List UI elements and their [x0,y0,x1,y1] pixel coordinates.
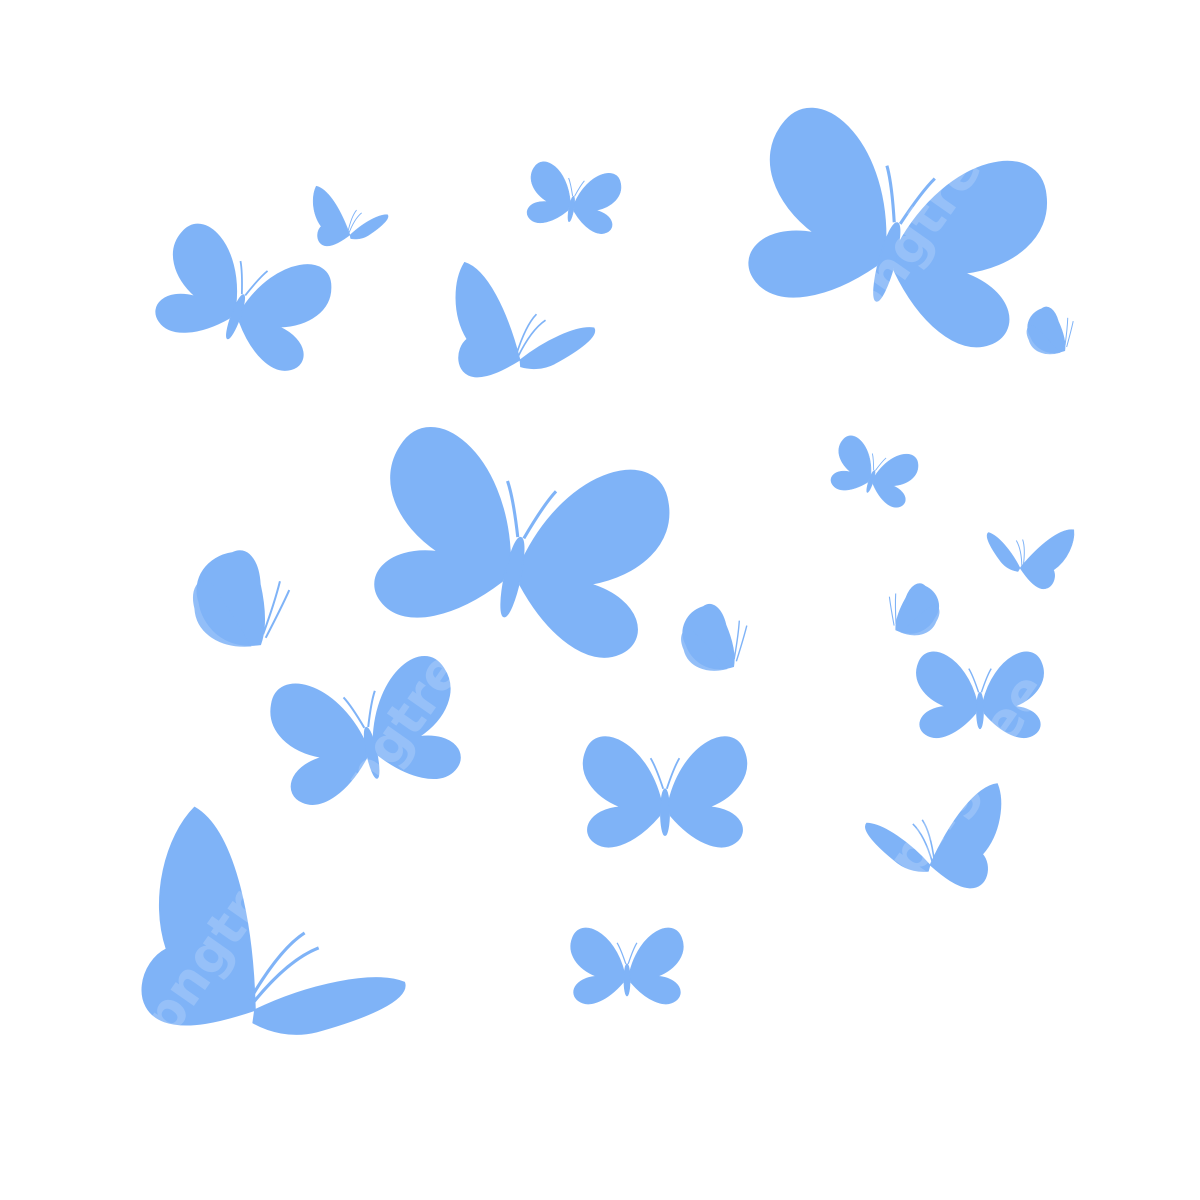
butterfly-small-center-right [826,432,922,512]
butterfly-small-top-left [308,174,392,248]
butterfly-small-top [522,159,624,237]
butterfly-closed-right [877,573,949,645]
butterfly-profile-right [976,492,1082,594]
butterfly-large-center [360,419,679,667]
butterfly-closed-far-right [1019,299,1083,362]
butterfly-profile-top-middle [449,250,599,380]
butterfly-top-left [145,217,340,379]
butterfly-closed-left [186,543,298,654]
butterfly-closed-center [672,594,759,681]
butterfly-lower-center [582,735,748,848]
butterfly-bottom-center [570,927,684,1005]
